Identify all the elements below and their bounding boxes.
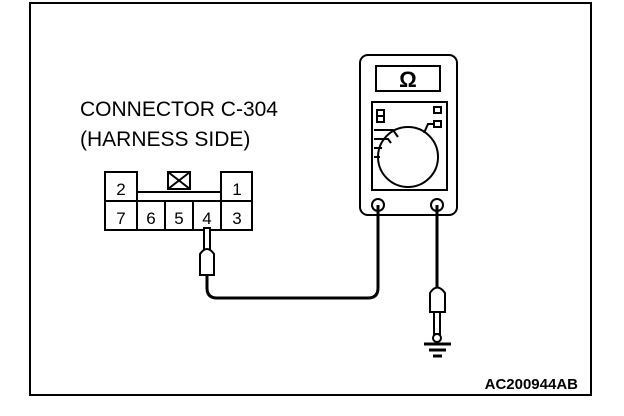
probe-pin-4 bbox=[199, 205, 380, 300]
connector-title: CONNECTOR C-304 bbox=[80, 98, 278, 121]
pin-3: 3 bbox=[232, 209, 241, 228]
ohm-display: Ω bbox=[399, 67, 417, 92]
connector bbox=[104, 171, 253, 231]
pin-6: 6 bbox=[146, 209, 155, 228]
connector-lock-icon bbox=[167, 171, 191, 190]
pin-5: 5 bbox=[174, 209, 183, 228]
pin-4: 4 bbox=[202, 209, 211, 228]
pin-1: 1 bbox=[232, 180, 241, 199]
ground-icon bbox=[424, 342, 451, 358]
selector-dial[interactable] bbox=[377, 126, 439, 188]
figure-frame bbox=[29, 2, 592, 396]
pin-2: 2 bbox=[116, 180, 125, 199]
com-jack bbox=[371, 198, 385, 212]
ground-probe bbox=[424, 205, 451, 358]
figure-id: AC200944AB bbox=[485, 376, 579, 393]
pin-7: 7 bbox=[116, 209, 125, 228]
multimeter: Ω bbox=[359, 54, 458, 216]
connector-subtitle: (HARNESS SIDE) bbox=[80, 128, 250, 151]
